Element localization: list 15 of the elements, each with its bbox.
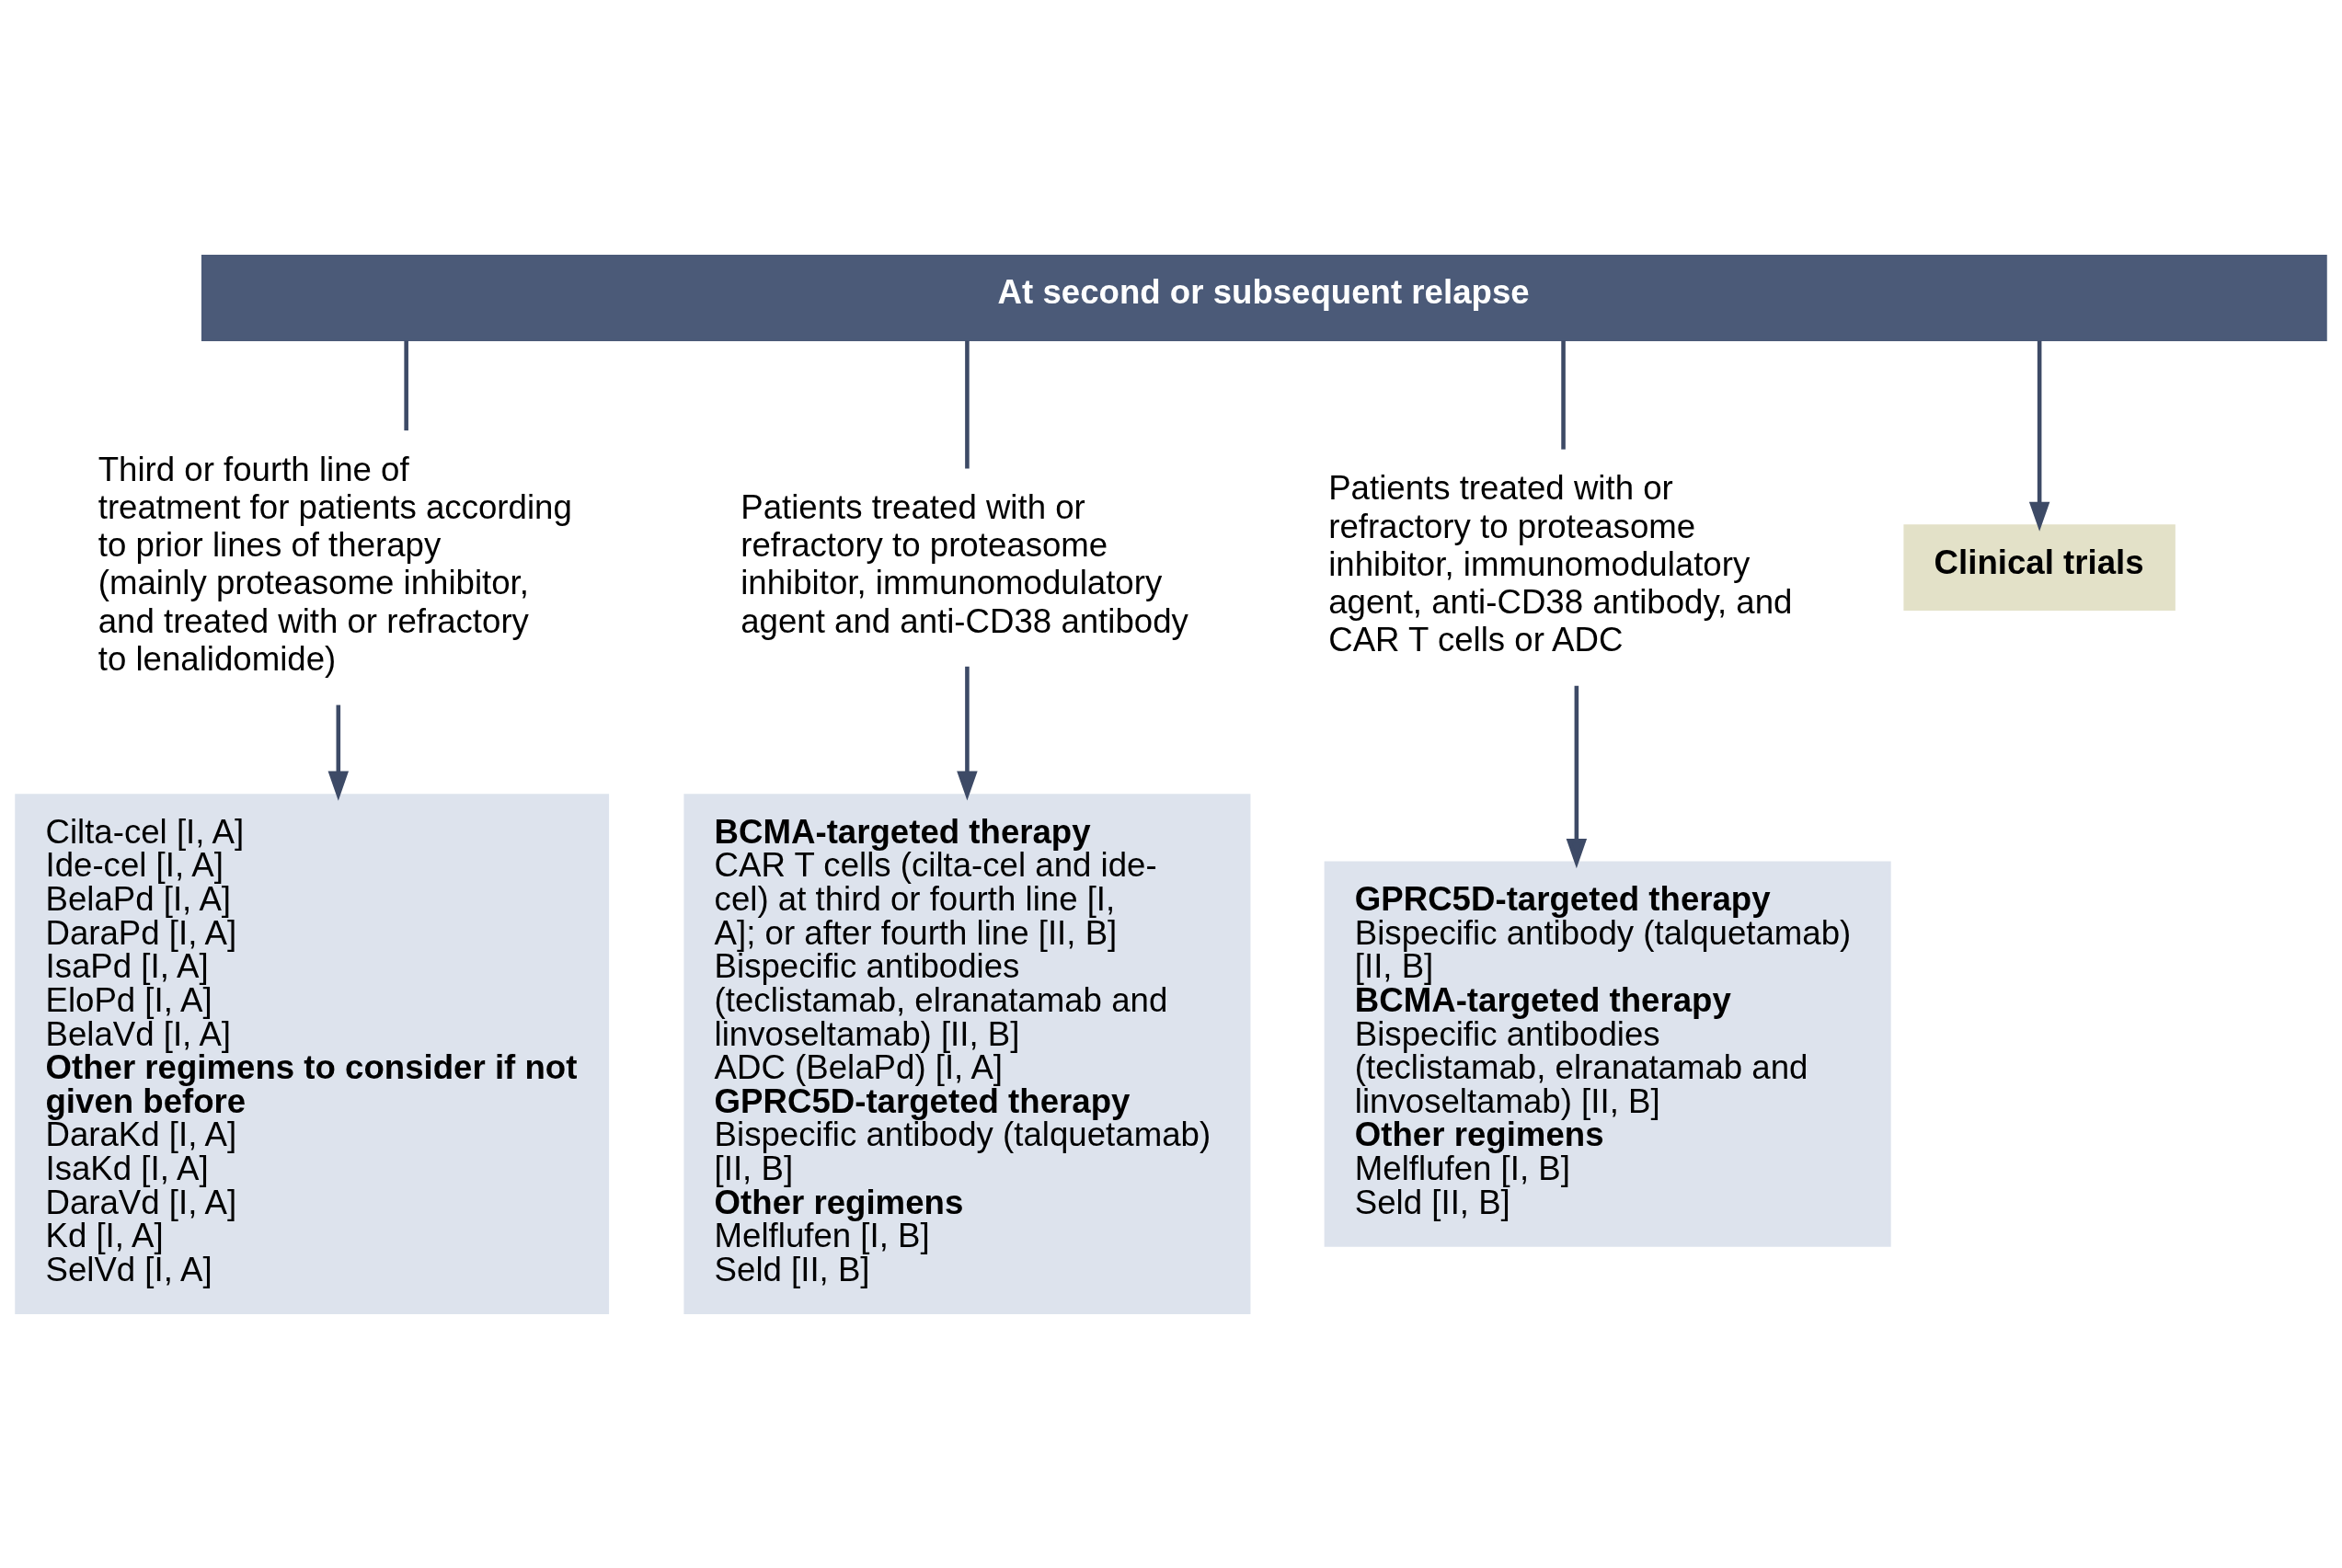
connector <box>404 339 408 430</box>
node-box: At second or subsequent relapse <box>201 254 2327 341</box>
connector <box>1561 339 1566 450</box>
arrow <box>1566 685 1588 868</box>
node-box: BCMA-targeted therapy CAR T cells (cilta-cel and ide-cel) at third or fourth line [I, A]; or after fourth line [II, B] Bispecific antibodies (teclistamab, elranatamab and linvoseltamab) [II, B] ADC (BelaPd) [I, A] GPRC5D-targeted therapy Bispecific antibody (talquetamab) [II, B] Other regimens Melflufen [I, B] Seld [II, B] <box>683 793 1251 1314</box>
arrow <box>327 704 350 801</box>
arrow <box>957 666 978 800</box>
node-box: GPRC5D-targeted therapy Bispecific antibody (talquetamab) [II, B] BCMA-targeted therapy Bispecific antibodies (teclistamab, elranatamab and linvoseltamab) [II, B] Other regimens Melflufen [I, B] Seld [II, B] <box>1324 861 1891 1247</box>
node-box: Clinical trials <box>1903 523 2176 611</box>
connector <box>965 339 970 468</box>
node-box: Cilta-cel [I, A] Ide-cel [I, A] BelaPd [I, A] DaraPd [I, A] IsaPd [I, A] EloPd [I, A] BelaVd [I, A] Other regimens to consider if not given before DaraKd [I, A] IsaKd [I, A] DaraVd [I, A] Kd [I, A] SelVd [I, A] <box>15 793 610 1314</box>
arrow <box>2028 339 2050 532</box>
node-text: Patients treated with or refractory to proteasome inhibitor, immunomodulatory agent, anti-CD38 antibody, and CAR T cells or ADC <box>1328 468 1793 658</box>
node-text: Patients treated with or refractory to proteasome inhibitor, immunomodulatory agent and anti-CD38 antibody <box>740 487 1188 640</box>
node-text: Third or fourth line of treatment for patients according to prior lines of therapy (mainly proteasome inhibitor, and treated with or refractory to lenalidomide) <box>98 450 572 678</box>
